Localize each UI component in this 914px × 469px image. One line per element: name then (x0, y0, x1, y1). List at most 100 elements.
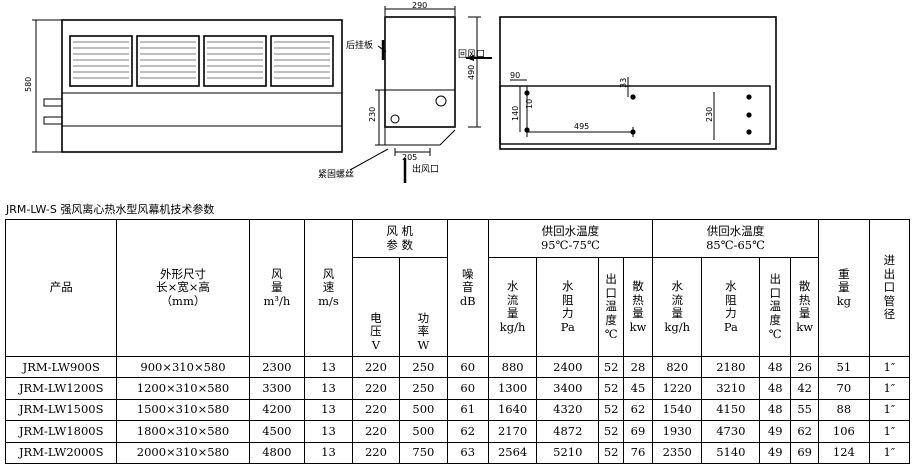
drawing-svg: 580 290 490 230 205 90 33 10 140 495 230… (24, 1, 777, 183)
cell-b-temp: 48 (759, 355, 792, 379)
front-view (32, 19, 343, 153)
dim-height-490: 490 (467, 65, 476, 80)
spec-table: 产品 外形尺寸 长×宽×高 （mm） 风量 m³/h 风速 m/s 风 机 参 … (4, 219, 911, 465)
header-weight: 重量 kg (818, 219, 870, 357)
header-b-outlet-temp: 出口温度℃ (759, 257, 792, 357)
dim-140: 140 (511, 106, 520, 121)
table-row: JRM-LW1500S 1500×310×580 4200 13 220 500… (4, 398, 911, 422)
cell-power: 750 (399, 441, 448, 465)
side-view (349, 6, 492, 183)
cell-a-heat: 76 (623, 441, 653, 465)
cell-noise: 62 (446, 420, 489, 443)
cell-power: 500 (399, 398, 448, 422)
header-airflow: 风量 m³/h (248, 219, 306, 357)
dim-230-rear: 230 (705, 107, 714, 122)
cell-a-temp: 52 (598, 398, 625, 422)
cell-a-temp: 52 (598, 420, 625, 443)
dim-205: 205 (402, 153, 417, 162)
cell-a-flow: 1640 (487, 398, 538, 422)
header-supply-a: 供回水温度 95℃-75℃ (487, 219, 653, 258)
cell-b-temp: 49 (759, 441, 792, 465)
cell-speed: 13 (304, 398, 353, 422)
cell-a-resist: 5210 (536, 441, 600, 465)
cell-a-resist: 4320 (536, 398, 600, 422)
header-a-outlet-temp: 出口温度℃ (598, 257, 625, 357)
cell-b-resist: 3210 (701, 377, 761, 400)
cell-noise: 63 (446, 441, 489, 465)
cell-weight: 124 (818, 441, 870, 465)
cell-pipe: 1″ (868, 355, 911, 379)
cell-b-heat: 55 (790, 398, 820, 422)
cell-b-temp: 48 (759, 377, 792, 400)
cell-weight: 88 (818, 398, 870, 422)
cell-product: JRM-LW900S (4, 355, 118, 379)
cell-product: JRM-LW2000S (4, 441, 118, 465)
cell-b-heat: 62 (790, 420, 820, 443)
cell-voltage: 220 (351, 355, 401, 379)
cell-voltage: 220 (351, 398, 401, 422)
cell-weight: 70 (818, 377, 870, 400)
cell-b-resist: 4730 (701, 420, 761, 443)
cell-power: 250 (399, 377, 448, 400)
cell-dims: 1200×310×580 (116, 377, 250, 400)
dim-10: 10 (525, 99, 534, 109)
cell-speed: 13 (304, 355, 353, 379)
cell-airflow: 4200 (248, 398, 306, 422)
label-rear-plate: 后挂板 (346, 39, 373, 51)
cell-product: JRM-LW1500S (4, 398, 118, 422)
cell-a-heat: 28 (623, 355, 653, 379)
cell-b-resist: 4150 (701, 398, 761, 422)
cell-b-flow: 1930 (651, 420, 703, 443)
cell-voltage: 220 (351, 420, 401, 443)
cell-speed: 13 (304, 441, 353, 465)
cell-airflow: 4800 (248, 441, 306, 465)
cell-a-flow: 880 (487, 355, 538, 379)
cell-b-flow: 1540 (651, 398, 703, 422)
cell-b-flow: 820 (651, 355, 703, 379)
header-fan-params: 风 机 参 数 (351, 219, 448, 258)
cell-b-temp: 48 (759, 398, 792, 422)
cell-b-resist: 2180 (701, 355, 761, 379)
cell-a-flow: 2564 (487, 441, 538, 465)
cell-dims: 1800×310×580 (116, 420, 250, 443)
cell-pipe: 1″ (868, 377, 911, 400)
cell-a-temp: 52 (598, 377, 625, 400)
cell-b-flow: 1220 (651, 377, 703, 400)
cell-a-resist: 4872 (536, 420, 600, 443)
cell-airflow: 4500 (248, 420, 306, 443)
technical-drawing: 580 290 490 230 205 90 33 10 140 495 230… (0, 0, 914, 190)
cell-pipe: 1″ (868, 441, 911, 465)
cell-voltage: 220 (351, 377, 401, 400)
cell-speed: 13 (304, 420, 353, 443)
cell-dims: 2000×310×580 (116, 441, 250, 465)
label-fixing-screw: 紧固螺丝 (318, 168, 354, 180)
table-row: JRM-LW1800S 1800×310×580 4500 13 220 500… (4, 420, 911, 443)
table-row: JRM-LW1200S 1200×310×580 3300 13 220 250… (4, 377, 911, 400)
cell-noise: 60 (446, 377, 489, 400)
dim-90: 90 (510, 71, 520, 80)
cell-a-heat: 62 (623, 398, 653, 422)
header-product: 产品 (4, 219, 118, 357)
header-supply-b: 供回水温度 85℃-65℃ (651, 219, 820, 258)
cell-b-heat: 42 (790, 377, 820, 400)
cell-a-flow: 2170 (487, 420, 538, 443)
cell-noise: 60 (446, 355, 489, 379)
cell-pipe: 1″ (868, 398, 911, 422)
cell-weight: 51 (818, 355, 870, 379)
dim-height-580: 580 (24, 77, 33, 92)
cell-a-temp: 52 (598, 355, 625, 379)
cell-b-heat: 69 (790, 441, 820, 465)
rear-view (499, 16, 777, 150)
cell-a-resist: 3400 (536, 377, 600, 400)
cell-power: 250 (399, 355, 448, 379)
dim-33: 33 (619, 78, 628, 88)
label-return-air: 回风口 (458, 49, 485, 60)
cell-a-heat: 69 (623, 420, 653, 443)
cell-airflow: 2300 (248, 355, 306, 379)
